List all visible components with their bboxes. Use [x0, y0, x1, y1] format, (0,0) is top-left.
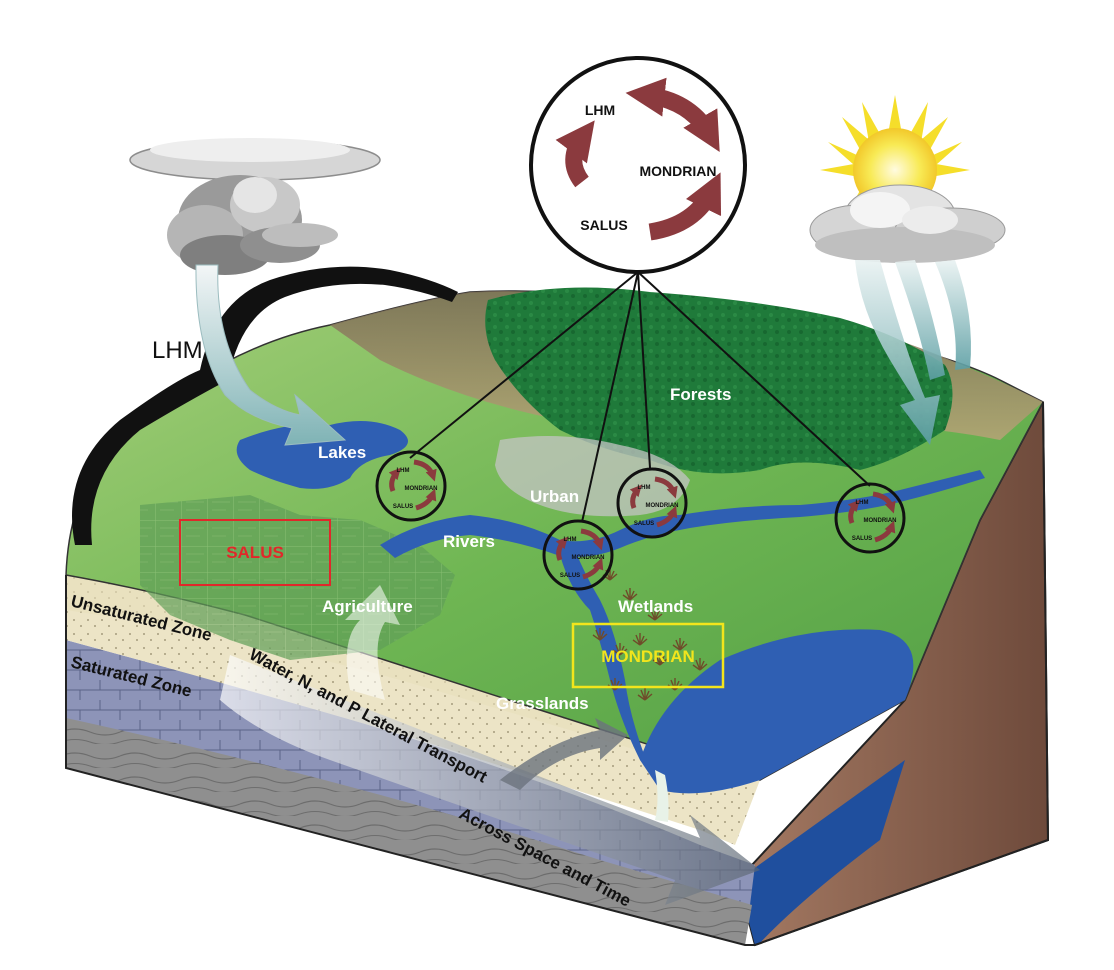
- deep-water-side: [738, 760, 905, 945]
- lhm-feedback-arc: [72, 266, 458, 545]
- svg-text:MONDRIAN: MONDRIAN: [646, 503, 679, 509]
- urban-label: Urban: [530, 487, 579, 506]
- grasslands-label: Grasslands: [496, 694, 589, 713]
- svg-text:MONDRIAN: MONDRIAN: [405, 486, 438, 492]
- salus-model-box: SALUS: [179, 519, 331, 586]
- svg-text:LHM: LHM: [564, 537, 577, 543]
- bedrock-layer: [66, 718, 752, 945]
- cloud-icon: [809, 184, 1006, 263]
- bay: [640, 629, 914, 794]
- svg-text:MONDRIAN: MONDRIAN: [572, 555, 605, 561]
- rivers-label: Rivers: [443, 532, 495, 551]
- wetlands-label: Wetlands: [618, 597, 693, 616]
- bay-shore: [655, 770, 669, 822]
- svg-text:SALUS: SALUS: [852, 536, 872, 542]
- grassland-arrow: [500, 718, 628, 790]
- svg-text:SALUS: SALUS: [634, 521, 654, 527]
- mini-cycle-rivers: LHM MONDRIAN SALUS: [542, 519, 614, 591]
- cycle-connector-lines: [409, 271, 871, 523]
- evapotranspiration-arrows: [855, 260, 971, 445]
- lhm-arrow-label: LHM: [152, 337, 203, 364]
- svg-text:SALUS: SALUS: [393, 504, 413, 510]
- upwelling-arrow: [345, 585, 400, 700]
- mini-cycle-lakes: LHM MONDRIAN SALUS: [375, 450, 447, 522]
- agriculture-label: Agriculture: [322, 597, 413, 616]
- main-cycle-lhm-label: LHM: [585, 102, 615, 118]
- lake: [236, 421, 408, 489]
- lakes-label: Lakes: [318, 443, 366, 462]
- forest-area: [485, 287, 953, 474]
- svg-text:LHM: LHM: [638, 485, 651, 491]
- main-cycle-salus-label: SALUS: [580, 217, 627, 233]
- mini-cycle-urban: LHM MONDRIAN SALUS: [616, 467, 688, 539]
- mondrian-model-box: MONDRIAN: [571, 622, 725, 689]
- lateral-transport-arrow: [220, 655, 760, 905]
- svg-text:LHM: LHM: [856, 500, 869, 506]
- main-cycle-mondrian-label: MONDRIAN: [640, 163, 717, 179]
- svg-text:LHM: LHM: [397, 468, 410, 474]
- precipitation-arrow: [195, 264, 347, 446]
- river-branch: [560, 550, 650, 770]
- main-model-cycle: LHM MONDRIAN SALUS: [529, 56, 747, 274]
- mondrian-box-label: MONDRIAN: [601, 647, 695, 666]
- river: [380, 470, 985, 558]
- svg-text:MONDRIAN: MONDRIAN: [864, 518, 897, 524]
- forests-label: Forests: [670, 385, 731, 404]
- mini-cycle-forest-stream: LHM MONDRIAN SALUS: [834, 482, 906, 554]
- storm-cloud-icon: [129, 138, 381, 275]
- svg-text:SALUS: SALUS: [560, 573, 580, 579]
- salus-box-label: SALUS: [226, 543, 284, 562]
